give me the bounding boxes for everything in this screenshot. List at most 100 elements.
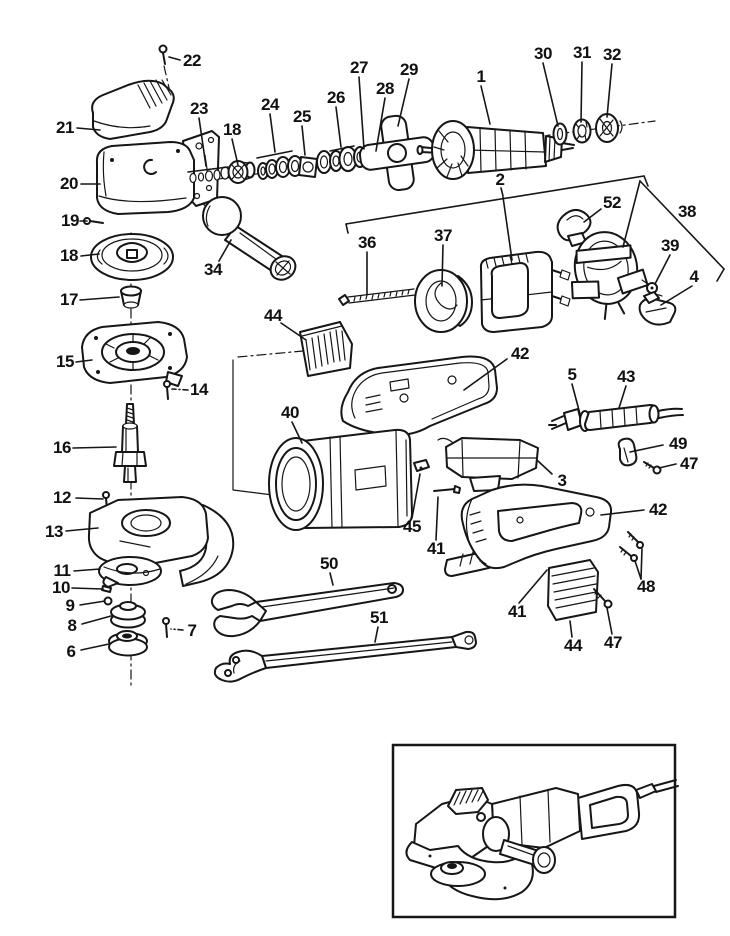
- part-screw-36: [338, 288, 416, 306]
- leader-line-34: [291, 421, 303, 444]
- part-label-44: 44: [264, 306, 282, 325]
- part-label-32: 32: [603, 45, 621, 64]
- leader-line-9: [301, 125, 306, 156]
- leader-line-42: [640, 548, 643, 580]
- leader-line-62: [79, 296, 120, 301]
- leader-line-20: [345, 223, 349, 234]
- part-label-47: 47: [680, 454, 698, 473]
- part-screw-7: [162, 617, 170, 638]
- part-bearing-plate-15: [81, 321, 188, 387]
- leader-line-10: [335, 106, 342, 148]
- leader-line-21: [643, 175, 649, 187]
- leader-line-51: [170, 628, 184, 631]
- part-pinion-gear-18: [227, 160, 256, 184]
- part-label-27: 27: [350, 58, 368, 77]
- part-label-42: 42: [511, 344, 529, 363]
- part-cord-protector-43: [584, 404, 659, 431]
- leader-line-29: [583, 208, 602, 223]
- part-label-47: 47: [604, 633, 622, 652]
- leader-line-22: [500, 187, 504, 197]
- part-label-12: 12: [53, 488, 71, 507]
- leader-line-49: [329, 572, 334, 586]
- part-label-38: 38: [678, 202, 696, 221]
- part-screw-22: [158, 44, 168, 65]
- part-brush-holder-38: [570, 231, 649, 320]
- part-label-24: 24: [261, 95, 279, 114]
- part-label-30: 30: [534, 44, 552, 63]
- leader-line-38: [618, 385, 627, 409]
- leader-line-57: [81, 615, 112, 625]
- leader-line-43: [634, 560, 642, 580]
- part-label-14: 14: [190, 380, 208, 399]
- part-label-50: 50: [320, 554, 338, 573]
- leader-line-7: [269, 113, 276, 153]
- leader-line-45: [569, 620, 573, 638]
- leader-lines: [65, 56, 725, 651]
- leader-line-52: [75, 497, 104, 500]
- part-label-8: 8: [67, 616, 77, 635]
- leader-line-55: [71, 587, 104, 590]
- part-label-13: 13: [45, 522, 63, 541]
- part-outer-flange-6: [108, 630, 148, 657]
- part-flange-plate-11: [98, 556, 162, 588]
- leader-line-25: [716, 268, 725, 282]
- part-collar-17: [120, 285, 142, 309]
- part-label-49: 49: [669, 434, 687, 453]
- part-label-40: 40: [281, 403, 299, 422]
- part-label-51: 51: [370, 608, 388, 627]
- part-screw-47-b: [593, 588, 613, 609]
- leader-line-35: [463, 358, 508, 391]
- part-screw-47-a: [643, 461, 662, 475]
- part-upper-housing-42: [340, 355, 498, 436]
- leader-line-37: [571, 383, 581, 415]
- leader-line-44: [518, 569, 548, 604]
- part-cord-set-5: [548, 404, 684, 432]
- part-label-34: 34: [204, 260, 222, 279]
- part-label-25: 25: [293, 107, 311, 126]
- leader-line-16: [542, 62, 559, 127]
- part-washer-30: [552, 122, 568, 146]
- leader-line-58: [80, 643, 110, 651]
- part-label-23: 23: [190, 99, 208, 118]
- part-label-17: 17: [60, 290, 78, 309]
- leader-line-0: [168, 56, 181, 61]
- leader-line-63: [80, 253, 100, 257]
- part-cover-21: [91, 79, 175, 140]
- part-wrench-51: [213, 630, 477, 683]
- part-bearing-32: [595, 113, 623, 143]
- part-baffle-37: [414, 269, 473, 333]
- leader-line-32: [218, 239, 232, 262]
- leader-line-13: [375, 97, 386, 152]
- part-side-handle-34: [202, 196, 297, 281]
- part-fitting-45: [413, 459, 430, 472]
- leader-line-14: [397, 78, 410, 127]
- leader-line-8: [256, 150, 293, 159]
- part-screws-48: [619, 531, 644, 562]
- part-label-45: 45: [403, 517, 421, 536]
- part-label-15: 15: [56, 352, 74, 371]
- part-label-41: 41: [427, 539, 445, 558]
- part-label-31: 31: [573, 43, 591, 62]
- leader-line-15: [480, 85, 491, 125]
- leader-line-46: [606, 607, 613, 635]
- part-label-26: 26: [327, 88, 345, 107]
- leader-line-48: [435, 496, 439, 541]
- part-label-20: 20: [60, 174, 78, 193]
- leader-line-17: [580, 61, 583, 123]
- part-label-16: 16: [53, 438, 71, 457]
- part-label-44: 44: [564, 636, 582, 655]
- part-label-18: 18: [60, 246, 78, 265]
- part-label-6: 6: [66, 642, 76, 661]
- part-switch-3: [437, 437, 539, 492]
- part-label-5: 5: [567, 365, 577, 384]
- leader-line-53: [65, 527, 99, 532]
- part-label-52: 52: [603, 193, 621, 212]
- part-label-9: 9: [65, 596, 75, 615]
- leader-line-41: [600, 509, 645, 516]
- leader-line-47: [411, 473, 421, 519]
- part-screw-19: [83, 217, 104, 225]
- part-label-7: 7: [187, 621, 197, 640]
- part-carbon-brush-4: [638, 291, 677, 326]
- part-vent-grille-44-left: [299, 321, 353, 377]
